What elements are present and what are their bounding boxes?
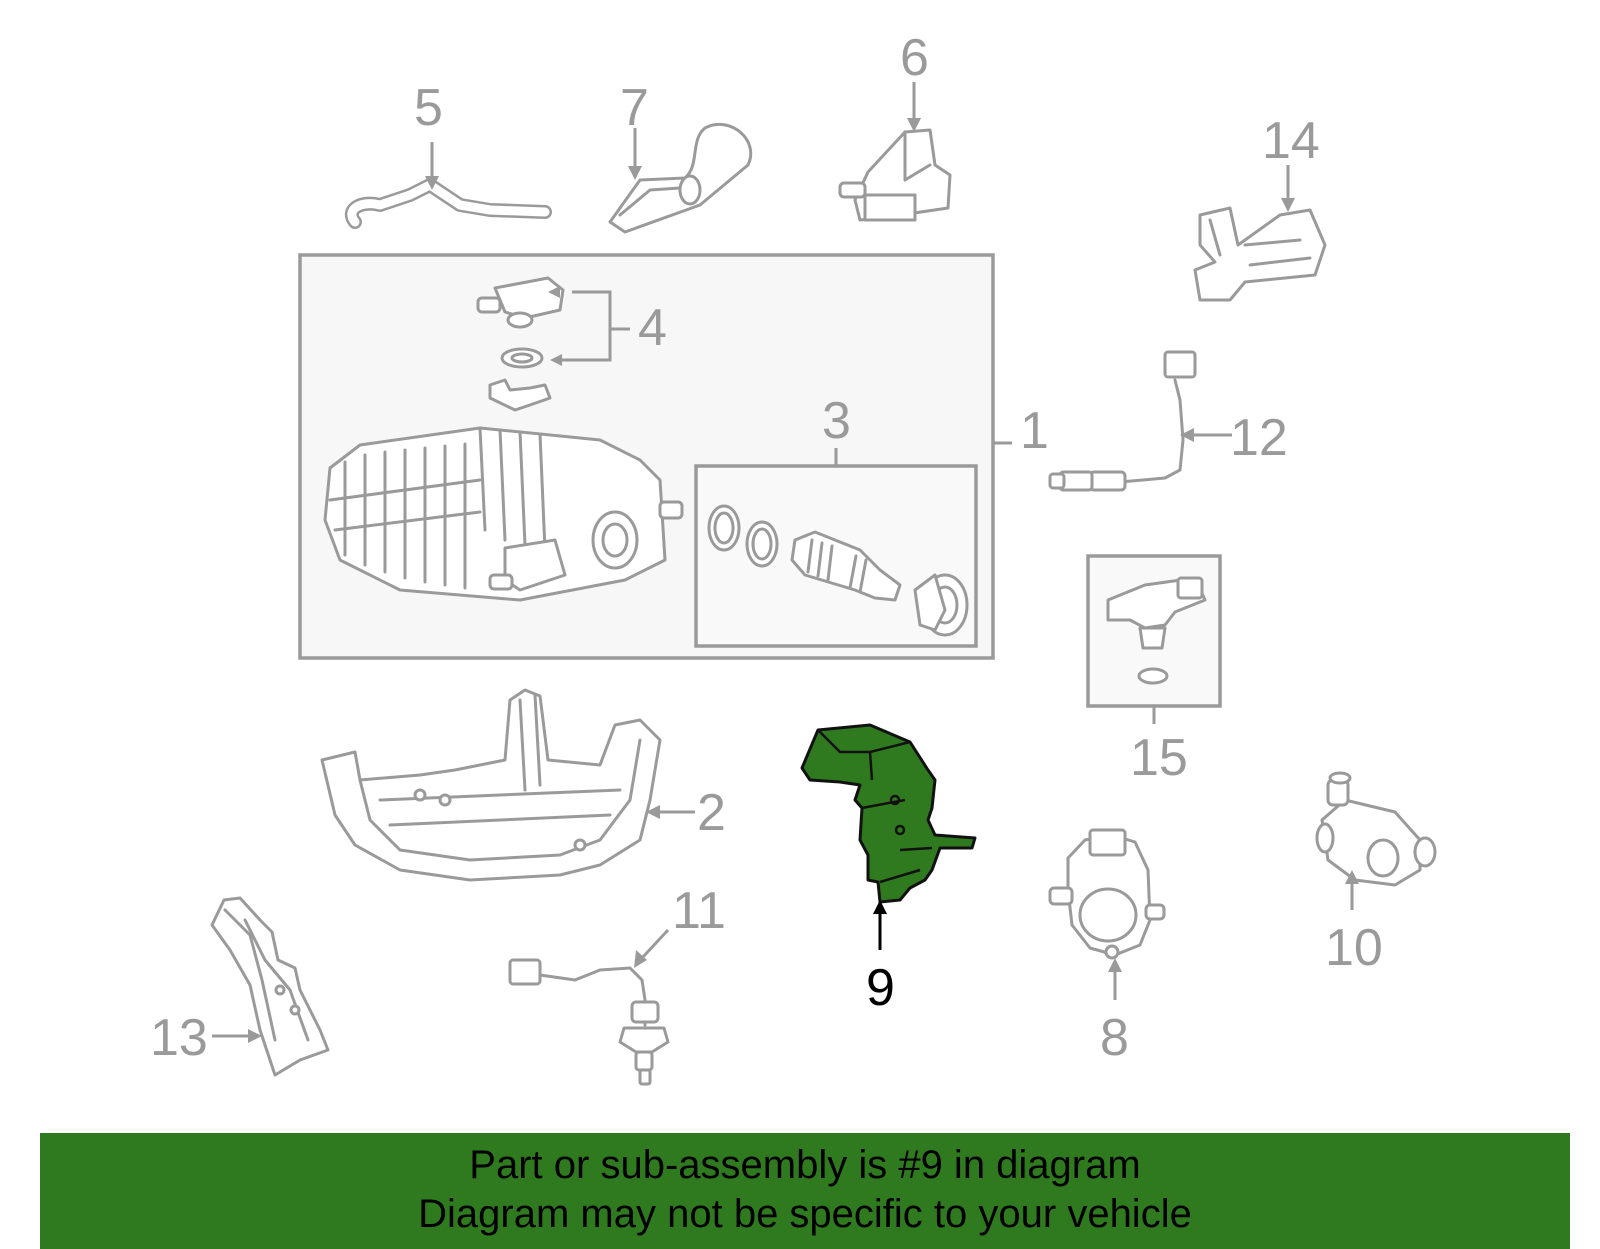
callout-3: 3 — [822, 392, 851, 450]
callout-12: 12 — [1230, 409, 1288, 467]
callout-15: 15 — [1130, 729, 1188, 787]
banner-line-1: Part or sub-assembly is #9 in diagram — [469, 1143, 1141, 1187]
part-4-valve[interactable] — [476, 276, 565, 412]
part-15-sensor[interactable] — [1106, 576, 1207, 685]
info-banner: Part or sub-assembly is #9 in diagram Di… — [40, 1133, 1570, 1249]
part-7-hose[interactable] — [608, 122, 753, 234]
callout-1: 1 — [1020, 402, 1049, 460]
part-11-sensor[interactable] — [508, 958, 670, 1086]
part-10-valve[interactable] — [1315, 771, 1437, 887]
part-1-canister[interactable] — [323, 426, 684, 602]
callout-11: 11 — [672, 882, 726, 940]
banner-line-2: Diagram may not be specific to your vehi… — [418, 1192, 1192, 1236]
part-5-hose[interactable] — [344, 178, 552, 229]
part-8-solenoid[interactable] — [1048, 828, 1166, 960]
callout-14: 14 — [1262, 112, 1320, 170]
part-12-sensor[interactable] — [1048, 350, 1197, 492]
callout-10: 10 — [1325, 919, 1383, 977]
callout-2: 2 — [697, 784, 726, 842]
part-13-heat-shield[interactable] — [210, 896, 330, 1077]
part-9-bracket-highlighted[interactable] — [800, 723, 977, 904]
callout-9: 9 — [866, 959, 895, 1017]
callout-13: 13 — [150, 1009, 208, 1067]
callout-6: 6 — [900, 29, 929, 87]
part-6-sensor[interactable] — [838, 128, 952, 222]
part-2-bracket[interactable] — [320, 688, 662, 882]
part-14-bracket[interactable] — [1193, 206, 1327, 302]
callout-4: 4 — [638, 299, 667, 357]
part-3-fitting-kit[interactable] — [707, 504, 969, 637]
callout-7: 7 — [620, 79, 649, 137]
callout-5: 5 — [414, 79, 443, 137]
callout-8: 8 — [1100, 1009, 1129, 1067]
